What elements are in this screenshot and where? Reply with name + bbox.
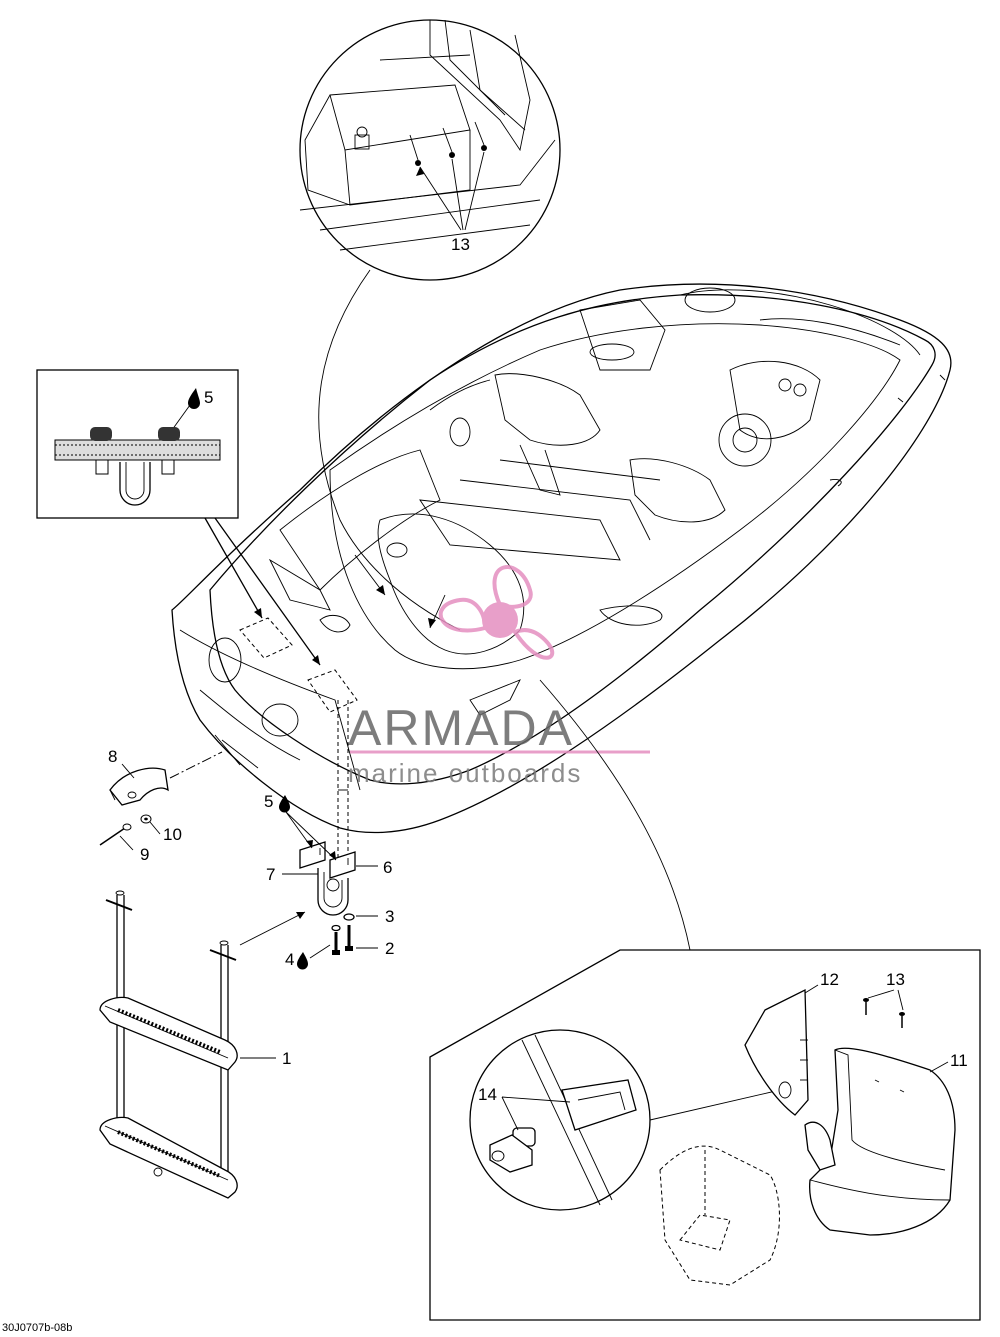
screw-9 — [99, 823, 132, 846]
callout-12: 12 — [820, 970, 839, 989]
oil-drop-icon — [297, 952, 308, 970]
callout-13-top: 13 — [451, 235, 470, 254]
drawing-reference: 30J0707b-08b — [2, 1322, 73, 1334]
bumper-8 — [109, 767, 169, 806]
bracket-6 — [299, 841, 356, 879]
callout-9: 9 — [140, 845, 149, 864]
screw-group-13-top — [409, 121, 487, 166]
callout-8: 8 — [108, 747, 117, 766]
u-clamp-7 — [317, 868, 349, 916]
panel-12 — [744, 988, 809, 1116]
boarding-ladder-1 — [99, 890, 238, 1199]
callout-7: 7 — [266, 865, 275, 884]
boat-hull — [171, 283, 952, 834]
screw-group-13-right — [863, 998, 905, 1028]
detail-box-storage: 14 12 13 — [429, 949, 981, 1321]
bolt-2 — [345, 925, 353, 951]
callout-3: 3 — [385, 907, 394, 926]
callout-10: 10 — [163, 825, 182, 844]
washer-3 — [343, 913, 355, 921]
storage-bin-11 — [804, 1047, 956, 1236]
top-detail-circle: 13 — [299, 19, 561, 281]
watermark-brand: ARMADA — [348, 700, 574, 756]
grommet-14 — [489, 1127, 536, 1173]
oil-drop-icon — [188, 388, 200, 409]
callout-1: 1 — [282, 1049, 291, 1068]
callout-14: 14 — [478, 1085, 497, 1104]
callout-6: 6 — [383, 858, 392, 877]
oil-drop-icon — [279, 795, 290, 813]
callout-5-top: 5 — [204, 388, 213, 407]
bolt-4 — [331, 924, 341, 955]
watermark-tagline: marine outboards — [348, 758, 582, 788]
washer-10 — [140, 814, 152, 824]
callout-4: 4 — [285, 950, 294, 969]
callout-11: 11 — [950, 1051, 968, 1070]
detail-box-eyebolt: 5 — [36, 369, 239, 519]
callout-13-right: 13 — [886, 970, 905, 989]
brand-watermark: ARMADA marine outboards — [348, 565, 650, 788]
propeller-logo — [438, 565, 555, 660]
callout-5-mid: 5 — [264, 792, 273, 811]
callout-2: 2 — [385, 939, 394, 958]
